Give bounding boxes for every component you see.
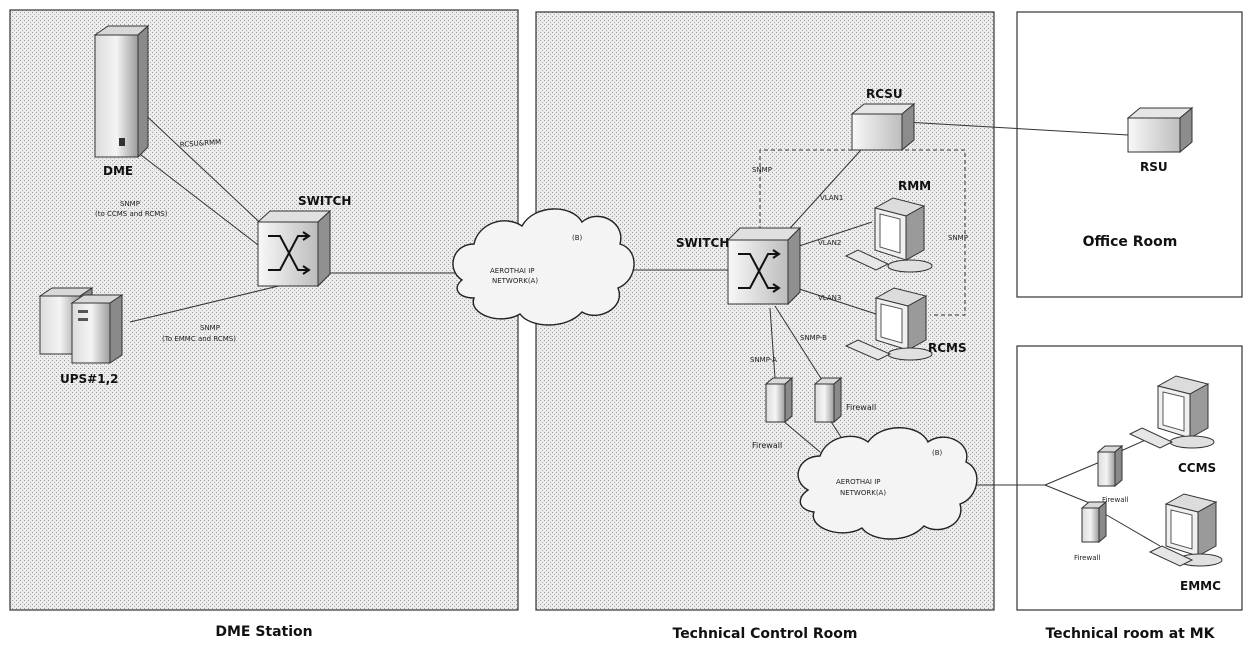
link-label-snmp-ups-detail: (To EMMC and RCMS) bbox=[162, 335, 236, 343]
ups-device bbox=[38, 287, 124, 364]
dme-switch-device bbox=[256, 209, 332, 288]
cloud-1-line1: AEROTHAI IP bbox=[490, 267, 535, 275]
firewall-tcr-left bbox=[764, 376, 794, 424]
room-title-dme-station: DME Station bbox=[215, 624, 312, 640]
tcr-switch-device bbox=[726, 226, 802, 306]
firewall-mk-2-label: Firewall bbox=[1074, 554, 1100, 562]
link-label-snmp-dme-detail: (to CCMS and RCMS) bbox=[95, 210, 168, 218]
tcr-switch-label: SWITCH bbox=[676, 236, 729, 250]
links bbox=[129, 107, 1161, 547]
firewall-mk-2 bbox=[1080, 500, 1108, 544]
firewall-mk-1 bbox=[1096, 444, 1124, 488]
rsu-label: RSU bbox=[1140, 160, 1168, 174]
cloud-2-line2: NETWORK(A) bbox=[840, 489, 886, 497]
emmc-computer bbox=[1148, 493, 1223, 567]
cloud-2-line1: AEROTHAI IP bbox=[836, 478, 881, 486]
rmm-computer bbox=[844, 197, 933, 273]
link-label-snmp-a: SNMP-A bbox=[750, 356, 777, 364]
cloud-1-tag: (B) bbox=[572, 234, 583, 242]
firewall-mk-1-label: Firewall bbox=[1102, 496, 1128, 504]
emmc-label: EMMC bbox=[1180, 579, 1221, 593]
ccms-label: CCMS bbox=[1178, 461, 1216, 475]
room-title-office: Office Room bbox=[1083, 234, 1178, 250]
link-label-rcsu-rmm: RCSU&RMM bbox=[180, 138, 222, 149]
rcsu-label: RCSU bbox=[866, 87, 903, 101]
dme-device bbox=[93, 24, 150, 159]
firewall-tcr-left-label: Firewall bbox=[752, 441, 782, 450]
rcsu-device bbox=[850, 102, 916, 152]
ups-label: UPS#1,2 bbox=[60, 372, 119, 386]
aerothai-network-cloud-1 bbox=[452, 208, 635, 326]
room-title-technical-mk: Technical room at MK bbox=[1045, 626, 1215, 642]
aerothai-network-cloud-2 bbox=[797, 427, 978, 540]
link-label-vlan1: VLAN1 bbox=[820, 194, 843, 202]
link-label-snmp-ups: SNMP bbox=[200, 324, 220, 332]
link-label-snmp-top: SNMP bbox=[752, 166, 772, 174]
rcms-computer bbox=[844, 287, 933, 361]
rsu-device bbox=[1126, 106, 1194, 154]
room-title-technical-control-room: Technical Control Room bbox=[673, 626, 858, 642]
firewall-tcr-right-label: Firewall bbox=[846, 403, 876, 412]
link-label-snmp-right: SNMP bbox=[948, 234, 968, 242]
dme-switch-label: SWITCH bbox=[298, 194, 351, 208]
cloud-1-line2: NETWORK(A) bbox=[492, 277, 538, 285]
firewall-tcr-right bbox=[813, 376, 843, 424]
rcms-label: RCMS bbox=[928, 341, 967, 355]
link-label-snmp-b: SNMP-B bbox=[800, 334, 827, 342]
link-label-snmp-dme: SNMP bbox=[120, 200, 140, 208]
link-label-vlan2: VLAN2 bbox=[818, 239, 841, 247]
cloud-2-tag: (B) bbox=[932, 449, 943, 457]
room-office bbox=[1016, 11, 1243, 298]
link-label-vlan3: VLAN3 bbox=[818, 294, 841, 302]
rmm-label: RMM bbox=[898, 179, 931, 193]
dme-label: DME bbox=[103, 164, 133, 178]
ccms-computer bbox=[1128, 375, 1215, 449]
